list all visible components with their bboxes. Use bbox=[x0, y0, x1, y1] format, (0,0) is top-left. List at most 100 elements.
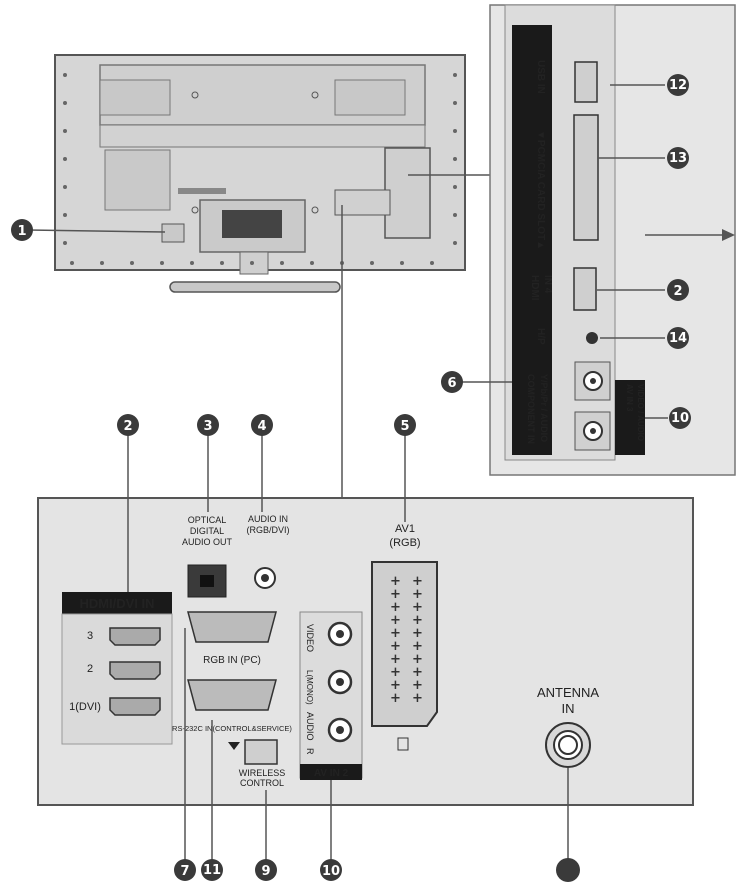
callout-10b: 10 bbox=[669, 407, 691, 429]
side-label-strip bbox=[512, 25, 552, 380]
hdmi-port-1 bbox=[109, 697, 161, 716]
callout-4: 4 bbox=[251, 414, 273, 436]
av3-label-strip bbox=[615, 380, 645, 455]
callout-antenna bbox=[556, 858, 580, 882]
rgb-in-port bbox=[187, 611, 277, 643]
scart-pin: + bbox=[390, 600, 401, 615]
av1-scart-port bbox=[371, 561, 438, 727]
svg-text:1: 1 bbox=[17, 224, 26, 239]
scart-pin: + bbox=[412, 691, 423, 706]
scart-pin: + bbox=[390, 574, 401, 589]
hdmi4-port bbox=[573, 267, 597, 311]
bezel-dot bbox=[63, 213, 67, 217]
callout-12: 12 bbox=[667, 74, 689, 96]
svg-text:3: 3 bbox=[203, 419, 212, 434]
bezel-dot bbox=[280, 261, 284, 265]
scart-pin: + bbox=[412, 587, 423, 602]
callout-1: 1 bbox=[11, 219, 33, 241]
bezel-dot bbox=[430, 261, 434, 265]
scart-pin: + bbox=[390, 626, 401, 641]
bezel-dot bbox=[190, 261, 194, 265]
rgb-in-label: RGB IN (PC) bbox=[203, 655, 261, 666]
bezel-dot bbox=[250, 261, 254, 265]
tv-rear-connector-block bbox=[334, 189, 391, 216]
antenna-label-line1: ANTENNA bbox=[537, 685, 599, 700]
av3-jack-pin bbox=[590, 428, 596, 434]
side-arrow-head bbox=[722, 229, 735, 241]
scart-pin: + bbox=[390, 639, 401, 654]
scart-pin: + bbox=[390, 678, 401, 693]
hdmi4-label-line1: HDMI bbox=[529, 275, 540, 301]
av3-label-line2: VIDEO / AUDIO bbox=[636, 384, 645, 441]
bezel-dot bbox=[63, 73, 67, 77]
optical-port-hole bbox=[200, 575, 214, 587]
svg-text:2: 2 bbox=[123, 419, 132, 434]
tv-back-view bbox=[54, 54, 466, 293]
bezel-dot bbox=[160, 261, 164, 265]
scart-pin: + bbox=[412, 652, 423, 667]
scart-pin: + bbox=[390, 665, 401, 680]
ground-icon bbox=[397, 737, 409, 751]
callout-2b: 2 bbox=[667, 279, 689, 301]
callout-5: 5 bbox=[394, 414, 416, 436]
bezel-dot bbox=[100, 261, 104, 265]
bezel-dot bbox=[310, 261, 314, 265]
antenna-label-line2: IN bbox=[562, 701, 575, 716]
av2-title: AV IN 2 bbox=[314, 768, 349, 779]
antenna-port-ring bbox=[558, 735, 578, 755]
component-label-line1: COMPONENT IN bbox=[526, 374, 536, 444]
svg-text:11: 11 bbox=[203, 863, 221, 878]
bezel-dot bbox=[453, 213, 457, 217]
bezel-dot bbox=[453, 185, 457, 189]
hdmi-title: HDMI/DVI IN bbox=[79, 596, 154, 611]
headphone-label: H/P bbox=[535, 328, 546, 345]
bezel-dot bbox=[453, 101, 457, 105]
tv-vent-right bbox=[334, 79, 406, 116]
rear-panel-view: HDMI/DVI IN 3 2 1(DVI) OPTICAL DIGITAL A… bbox=[37, 425, 694, 860]
hdmi-port-3-label: 3 bbox=[87, 630, 93, 642]
svg-text:2: 2 bbox=[673, 284, 682, 299]
bezel-dot bbox=[220, 261, 224, 265]
bezel-dot bbox=[453, 157, 457, 161]
av1-label-line1: AV1 bbox=[395, 523, 415, 535]
audio-in-jack-pin bbox=[261, 574, 269, 582]
bezel-dot bbox=[63, 129, 67, 133]
optical-label-line2: DIGITAL bbox=[190, 526, 224, 536]
bezel-dot bbox=[400, 261, 404, 265]
tv-port-marker bbox=[161, 223, 185, 243]
optical-label-line3: AUDIO OUT bbox=[182, 537, 233, 547]
av2-title-bar bbox=[300, 764, 362, 780]
svg-text:9: 9 bbox=[261, 864, 270, 879]
wireless-control-port bbox=[244, 739, 278, 765]
av2-audio-label: AUDIO bbox=[305, 712, 315, 741]
hdmi-port-1-label: 1(DVI) bbox=[69, 701, 101, 713]
wireless-label-line2: CONTROL bbox=[240, 778, 284, 788]
screw bbox=[191, 91, 199, 99]
scart-pin: + bbox=[390, 613, 401, 628]
bezel-dot bbox=[370, 261, 374, 265]
leader-line-1 bbox=[27, 229, 166, 233]
screw bbox=[191, 206, 199, 214]
scart-pin: + bbox=[412, 613, 423, 628]
tv-vent-left bbox=[99, 79, 171, 116]
callout-2a: 2 bbox=[117, 414, 139, 436]
av2-r-label: R bbox=[305, 748, 315, 755]
scart-pin: + bbox=[412, 574, 423, 589]
svg-text:12: 12 bbox=[669, 78, 687, 93]
svg-text:4: 4 bbox=[257, 419, 266, 434]
scart-pin: + bbox=[412, 626, 423, 641]
callout-6: 6 bbox=[441, 371, 463, 393]
svg-text:6: 6 bbox=[447, 376, 456, 391]
wireless-arrow-icon bbox=[228, 742, 240, 750]
svg-text:7: 7 bbox=[180, 864, 189, 879]
callout-11: 11 bbox=[201, 859, 223, 881]
scart-pin: + bbox=[390, 587, 401, 602]
usb-label: USB IN bbox=[535, 60, 546, 94]
av2-video-label: VIDEO bbox=[305, 624, 315, 652]
screw bbox=[311, 206, 319, 214]
hdmi-title-bar bbox=[62, 592, 172, 614]
audio-in-label-line1: AUDIO IN bbox=[248, 514, 288, 524]
callout-9: 9 bbox=[255, 859, 277, 881]
